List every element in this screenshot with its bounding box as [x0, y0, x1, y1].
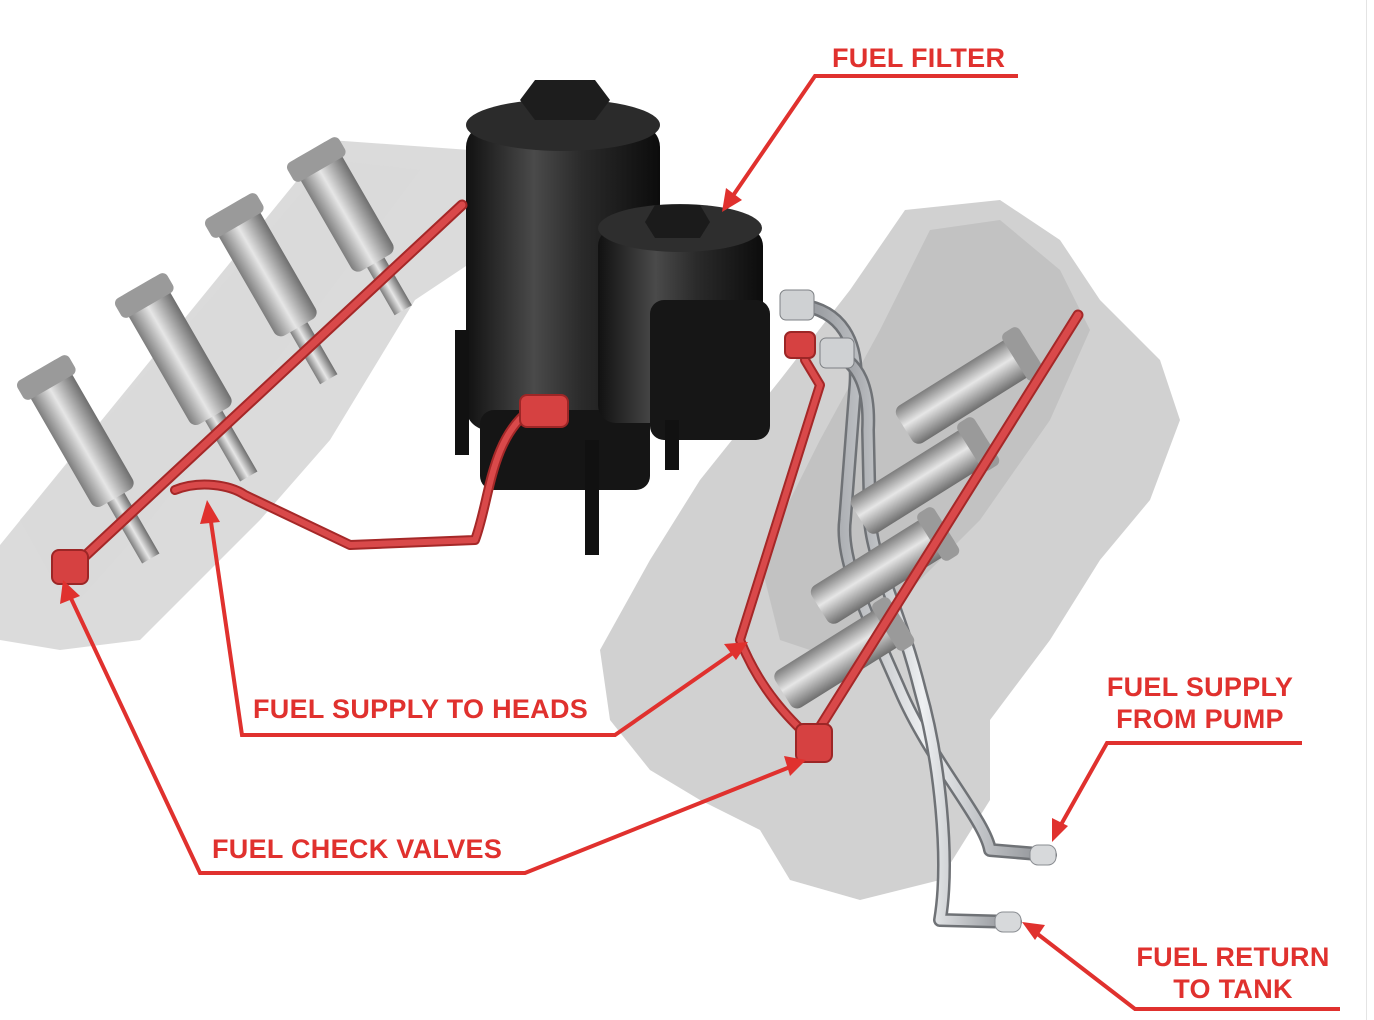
label-fuel-supply-from-pump: FUEL SUPPLY FROM PUMP [1090, 671, 1310, 735]
left-injectors [17, 137, 412, 564]
right-check-valve [795, 723, 833, 763]
label-fuel-return-to-tank-line-1: FUEL RETURN [1136, 942, 1330, 972]
label-fuel-return-to-tank-line-2: TO TANK [1173, 974, 1293, 1004]
label-fuel-supply-from-pump-line-1: FUEL SUPPLY [1106, 672, 1294, 702]
label-fuel-return-to-tank: FUEL RETURN TO TANK [1118, 941, 1348, 1005]
callout-leaders [60, 74, 1340, 1011]
label-fuel-filter: FUEL FILTER [832, 43, 1006, 73]
fuel-filter-assembly [455, 80, 770, 555]
leader-fuel-return-to-tank [1033, 930, 1340, 1011]
left-check-valve [51, 549, 89, 585]
label-fuel-check-valves: FUEL CHECK VALVES [212, 834, 503, 864]
label-fuel-supply-from-pump-line-2: FROM PUMP [1116, 704, 1284, 734]
leader-fuel-supply-to-heads [208, 514, 742, 737]
label-fuel-supply-to-heads: FUEL SUPPLY TO HEADS [253, 694, 589, 724]
leader-fuel-supply-from-pump [1056, 741, 1302, 831]
page-edge-divider [1366, 0, 1367, 1020]
leader-fuel-filter [728, 74, 1018, 202]
fuel-supply-lines [64, 199, 1084, 746]
fuel-check-valves [51, 549, 833, 763]
leader-fuel-check-valves [66, 591, 796, 875]
